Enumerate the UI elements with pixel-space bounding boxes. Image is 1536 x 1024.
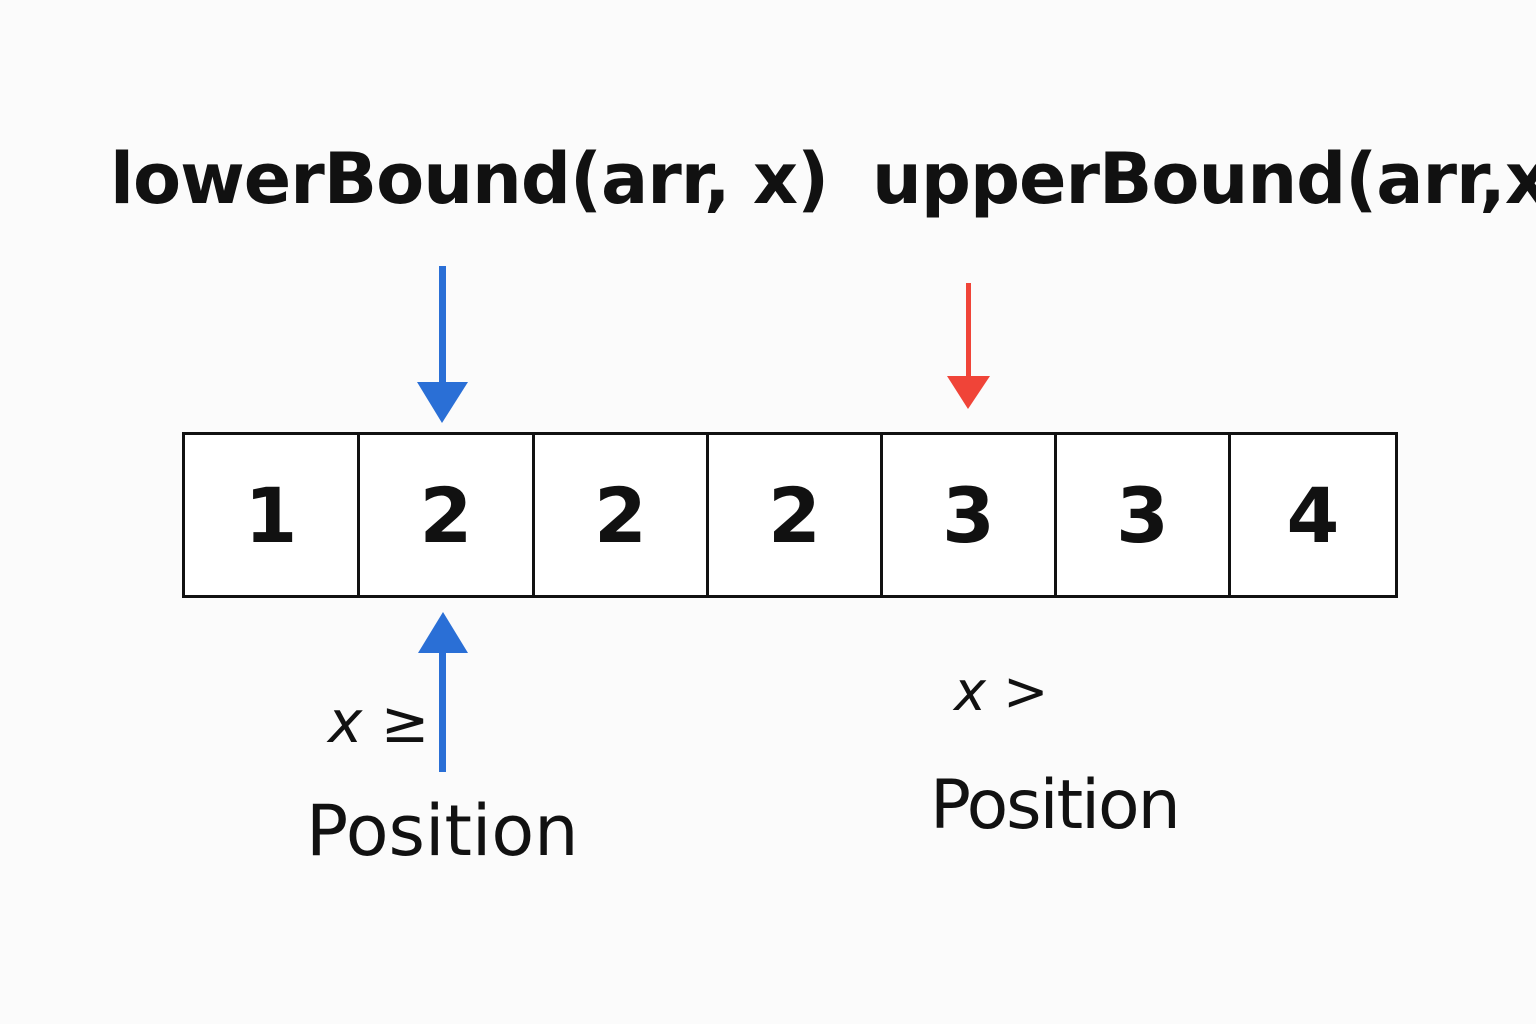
lower-bound-up-arrow: [418, 612, 468, 772]
sorted-array: 1 2 2 2 3 3 4: [182, 432, 1398, 598]
array-cell: 4: [1286, 470, 1340, 560]
condition-operator: >: [1003, 660, 1049, 723]
array-cell: 3: [1057, 435, 1231, 595]
lower-bound-title: lowerBound(arr, x): [110, 138, 829, 220]
lower-bound-position-label: Position: [306, 790, 579, 872]
condition-variable: x: [328, 688, 363, 756]
array-cell: 2: [360, 435, 535, 595]
upper-bound-condition: x >: [954, 660, 1048, 723]
condition-operator: ≥: [380, 688, 430, 756]
upper-bound-title: upperBound(arr,x): [872, 138, 1536, 220]
array-cell: 1: [185, 435, 360, 595]
lower-bound-condition: x ≥: [328, 688, 429, 756]
lower-bound-down-arrow: [417, 266, 468, 423]
upper-bound-down-arrow: [947, 283, 990, 409]
upper-bound-position-label: Position: [930, 766, 1181, 845]
array-cell: 2: [535, 435, 709, 595]
condition-variable: x: [954, 660, 986, 723]
array-cell: 3: [883, 435, 1057, 595]
array-cell: 2: [709, 435, 883, 595]
